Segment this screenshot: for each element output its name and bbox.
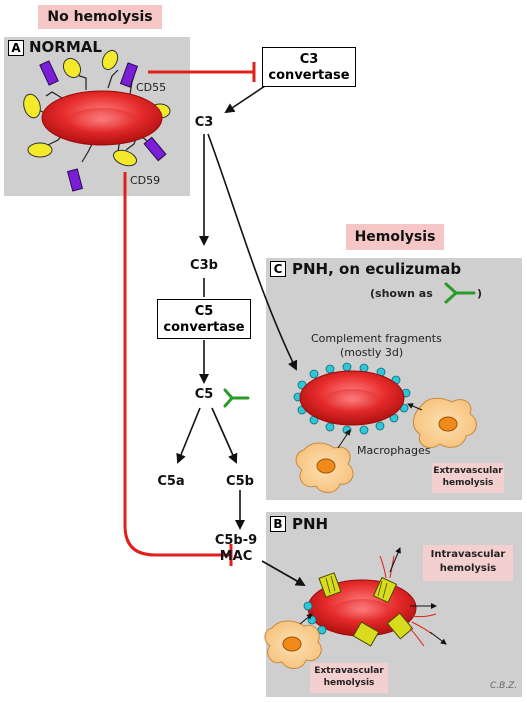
c5-convertase-line2: convertase — [163, 320, 245, 335]
intravascular-line1: Intravascular — [430, 549, 506, 560]
intravascular-label: Intravascular hemolysis — [423, 545, 513, 581]
cd55-label: CD55 — [136, 81, 167, 94]
eculizumab-c5-icon — [223, 388, 250, 408]
cd59-label: CD59 — [130, 174, 161, 187]
c5-convertase-box: C5 convertase — [157, 299, 251, 339]
panel-b-letter: B — [270, 516, 286, 532]
c3-convertase-box: C3 convertase — [262, 47, 356, 87]
pnh-rbc-group — [303, 547, 447, 647]
c3-convertase-line2: convertase — [268, 68, 350, 83]
extravascular-b-line1: Extravascular — [314, 666, 384, 676]
no-hemolysis-label: No hemolysis — [38, 5, 162, 29]
macrophage-icon — [413, 397, 477, 449]
extravascular-label-b: Extravascular hemolysis — [310, 663, 388, 693]
macrophage-icon — [295, 442, 354, 493]
pnh-eculizumab-rbc-group — [293, 362, 411, 435]
mac-node: C5b-9 MAC — [206, 533, 266, 565]
panel-b-title: PNH — [292, 515, 329, 533]
c3b-node: C3b — [190, 258, 218, 273]
eculizumab-legend-icon — [444, 282, 476, 304]
extravascular-c-line1: Extravascular — [433, 466, 503, 476]
c3-convertase-line1: C3 — [299, 52, 319, 67]
c5b-node: C5b — [226, 474, 254, 489]
macrophages-label: Macrophages — [357, 444, 431, 457]
extravascular-label-c: Extravascular hemolysis — [432, 463, 504, 493]
panel-c-title: PNH, on eculizumab — [292, 260, 462, 278]
extravascular-b-line2: hemolysis — [323, 678, 375, 688]
c5a-node: C5a — [157, 474, 185, 489]
c3-node: C3 — [194, 115, 214, 130]
hemolysis-label: Hemolysis — [346, 224, 444, 250]
complement-fragments-label: Complement fragments — [311, 332, 442, 345]
panel-a-title: NORMAL — [29, 38, 102, 56]
panel-a-letter: A — [8, 40, 24, 56]
panel-c-letter: C — [270, 261, 286, 277]
macrophage-icon — [264, 620, 322, 669]
c5-node: C5 — [194, 387, 214, 402]
extravascular-c-line2: hemolysis — [442, 478, 494, 488]
complement-fragments-sub: (mostly 3d) — [340, 346, 404, 359]
intravascular-line2: hemolysis — [439, 563, 497, 574]
mac-line1: C5b-9 — [214, 533, 258, 548]
c5-convertase-line1: C5 — [194, 304, 214, 319]
mac-line2: MAC — [219, 549, 253, 564]
artist-signature: C.B.Z. — [490, 681, 518, 691]
shown-as-close: ) — [477, 287, 483, 300]
shown-as-label: (shown as — [370, 287, 433, 300]
normal-rbc-group — [23, 49, 171, 192]
